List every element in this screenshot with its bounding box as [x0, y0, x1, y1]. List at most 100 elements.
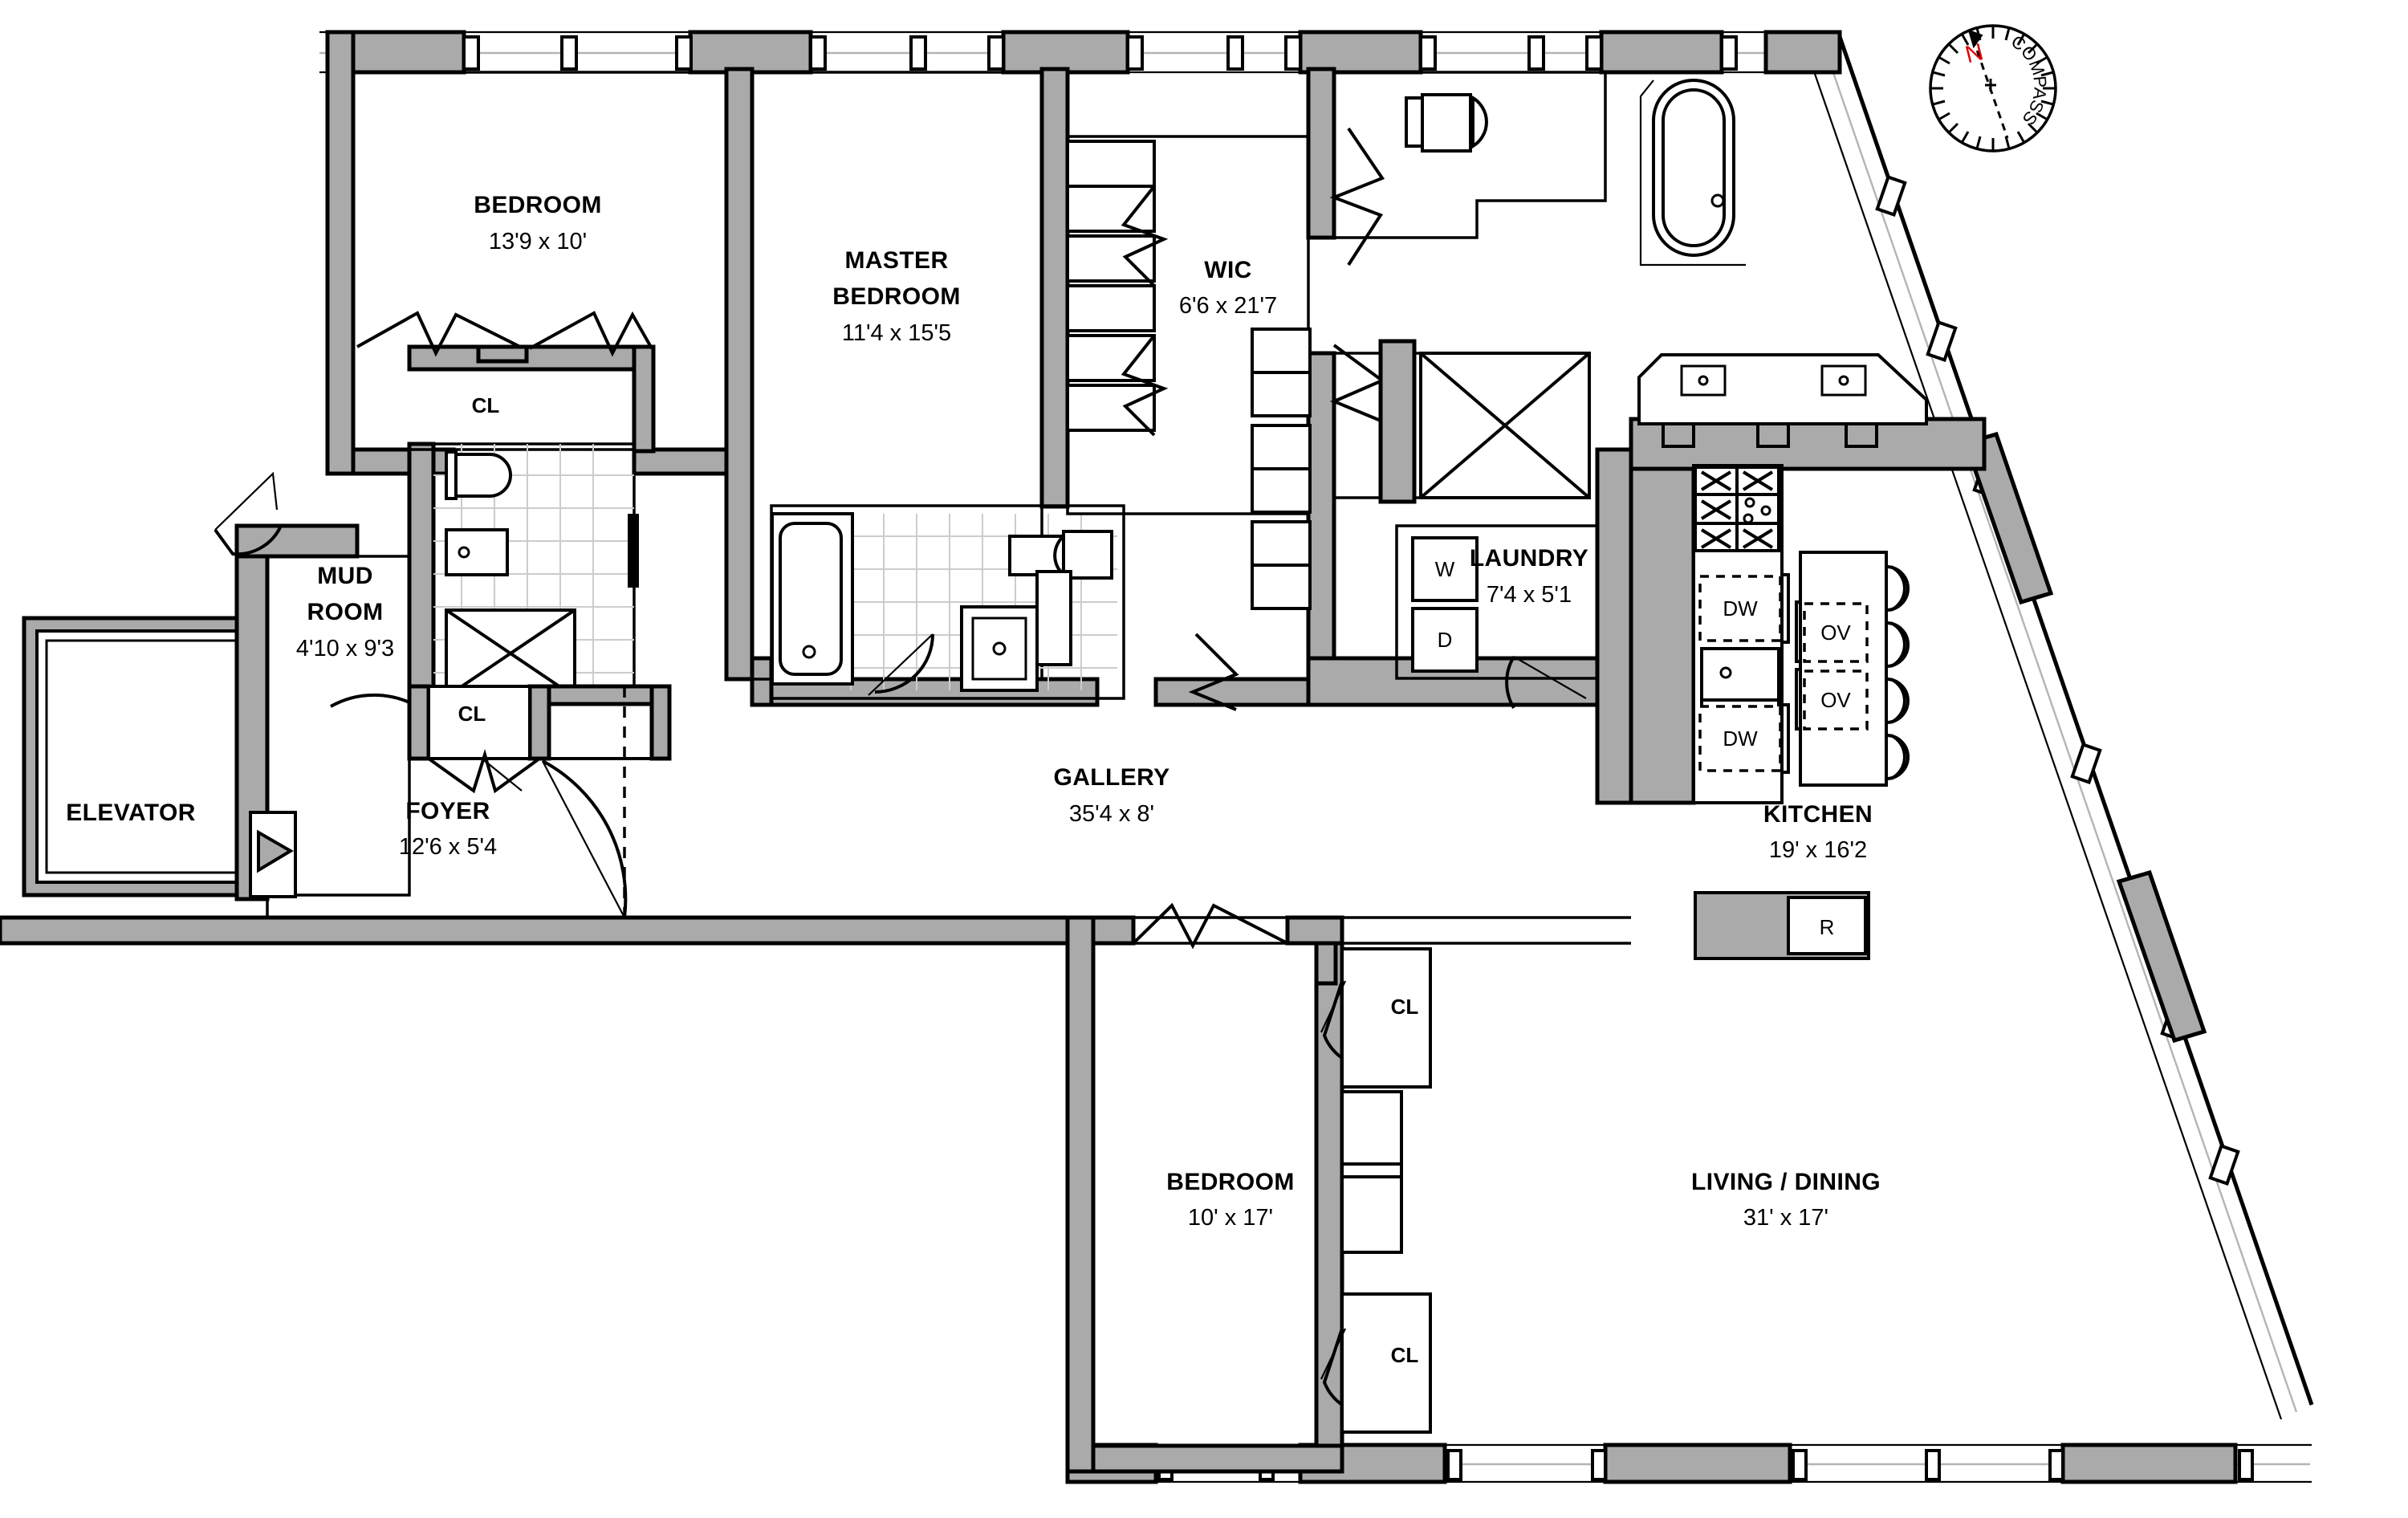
label-laundry-dim: 7'4 x 5'1	[1487, 582, 1572, 608]
ne-bath-outline	[1332, 71, 1607, 239]
mullion-s6	[1925, 1449, 1941, 1481]
stool-2b	[1890, 621, 1906, 668]
wic-bifold-1	[1121, 185, 1169, 287]
label-closet-bedroom-north: CL	[472, 393, 500, 417]
wic-shelf-5	[1066, 334, 1156, 382]
bathtub-master-drain	[802, 645, 816, 659]
master-bedroom-outline	[750, 71, 1043, 681]
label-laundry-name: LAUNDRY	[1470, 545, 1588, 572]
wic-bifold-2	[1121, 334, 1169, 437]
bedroom-su-cabinet-div	[1342, 1162, 1401, 1178]
wall-master-wic	[1039, 67, 1070, 509]
facade-east-outer	[1836, 31, 2314, 1406]
room-master-bedroom	[750, 71, 1043, 681]
room-master-bath-ne	[1332, 71, 1746, 267]
kitchen-sink-faucet	[1719, 666, 1732, 679]
kitchen-stools	[1885, 565, 1910, 780]
sink-master-basin	[971, 617, 1027, 681]
burner-dot1	[1744, 497, 1755, 508]
closet-su-wall-top	[1314, 941, 1338, 986]
pier-e2	[2116, 869, 2207, 1044]
ne-toilet-tank	[1405, 96, 1424, 148]
wic-shelf-e6	[1251, 564, 1312, 610]
interior-walls	[0, 30, 1987, 1474]
label-mud-name2: ROOM	[307, 599, 384, 625]
facade-east-inner	[1806, 52, 2283, 1420]
mullion-n11	[1527, 35, 1545, 71]
closet-sl-door-swing	[1322, 1328, 1344, 1406]
shower-master-wall	[1334, 352, 1422, 499]
dishwasher-1-box	[1698, 575, 1782, 642]
vanity-faucet-left	[1698, 375, 1709, 386]
wall-southbed-west	[1065, 915, 1096, 1474]
closet-foyer-wall-w	[407, 684, 431, 761]
mullion-s4	[1591, 1449, 1607, 1481]
elevator-entry	[249, 811, 297, 898]
label-oven-2: OV	[1820, 688, 1851, 712]
mud-door-swing	[214, 525, 283, 556]
compass-rose: N COMPASS	[1929, 24, 2057, 153]
bathtub-master-basin	[779, 522, 843, 676]
wall-southbed-east	[1314, 915, 1344, 1474]
closet-door-bifold-right	[529, 311, 653, 357]
room-wic	[1066, 127, 1385, 711]
wall-kitchen-west	[1629, 447, 1696, 805]
master-bath-door-leaf	[868, 633, 934, 696]
laundry-door-swing	[1505, 655, 1515, 710]
room-labels: BEDROOM 13'9 x 10' MASTER BEDROOM 11'4 x…	[66, 192, 1880, 1231]
mud-entry-line	[214, 471, 279, 531]
shower-master-x	[1419, 352, 1591, 499]
cooktop-divider	[1695, 467, 1779, 551]
label-dishwasher-2: DW	[1723, 726, 1758, 751]
closet-foyer2-side	[649, 684, 672, 761]
burner-x3	[1700, 499, 1732, 520]
wic-shelf-e3	[1251, 424, 1312, 470]
wall-laundry-east	[1595, 447, 1633, 805]
pier-n2	[688, 30, 813, 75]
mud-room-outline	[266, 555, 411, 897]
label-bedroom-north-dim: 13'9 x 10'	[489, 229, 587, 254]
label-closet-south-lower: CL	[1391, 1343, 1419, 1367]
master-double-vanity	[1637, 353, 1928, 448]
pier-s3	[1603, 1443, 1792, 1484]
sink-north	[445, 528, 509, 576]
wall-southbed-north-b	[1285, 915, 1344, 946]
mullion-e2	[1926, 320, 1958, 362]
mullion-n10	[1419, 35, 1437, 71]
label-master-name2: BEDROOM	[832, 283, 960, 310]
pier-s4	[2060, 1443, 2238, 1484]
pier-n6	[1763, 30, 1842, 75]
east-facade-elements	[1875, 175, 2240, 1186]
stool-4b	[1890, 734, 1906, 780]
label-gallery-name: GALLERY	[1053, 764, 1169, 791]
mullion-n13	[1720, 35, 1738, 71]
pier-n3	[1001, 30, 1130, 75]
wall-bed-master	[724, 67, 755, 682]
label-elevator-name: ELEVATOR	[66, 800, 196, 826]
wall-gallery-north-b	[1153, 677, 1319, 707]
door-leaf-bath-north	[628, 514, 639, 588]
wic-shelf-e1	[1251, 328, 1312, 374]
burner-x4	[1700, 528, 1732, 549]
stool-1b	[1890, 565, 1906, 612]
wic-shelf-e4	[1251, 467, 1312, 514]
mullion-n2	[560, 35, 578, 71]
label-master-name: MASTER	[844, 247, 948, 274]
label-foyer-name: FOYER	[405, 798, 490, 824]
wall-wic-bath-lower	[1306, 351, 1336, 693]
ne-toilet-round	[1471, 95, 1488, 149]
burner-x5	[1742, 528, 1774, 549]
closet-foyer2-box	[547, 685, 671, 760]
closet-north-divider	[476, 344, 529, 364]
wic-shelving-west	[1066, 140, 1156, 432]
shower-master	[1334, 339, 1591, 504]
vanity-faucet-right	[1838, 375, 1849, 386]
mullion-e6	[2208, 1144, 2240, 1186]
wall-mud-east	[407, 442, 436, 703]
room-bedroom-south	[1092, 902, 1432, 1447]
bedroom-south-outline	[1092, 942, 1318, 1447]
wic-shelf-4	[1066, 284, 1156, 332]
master-bath-door-swing	[874, 633, 934, 694]
soaking-tub-basin	[1662, 88, 1726, 247]
